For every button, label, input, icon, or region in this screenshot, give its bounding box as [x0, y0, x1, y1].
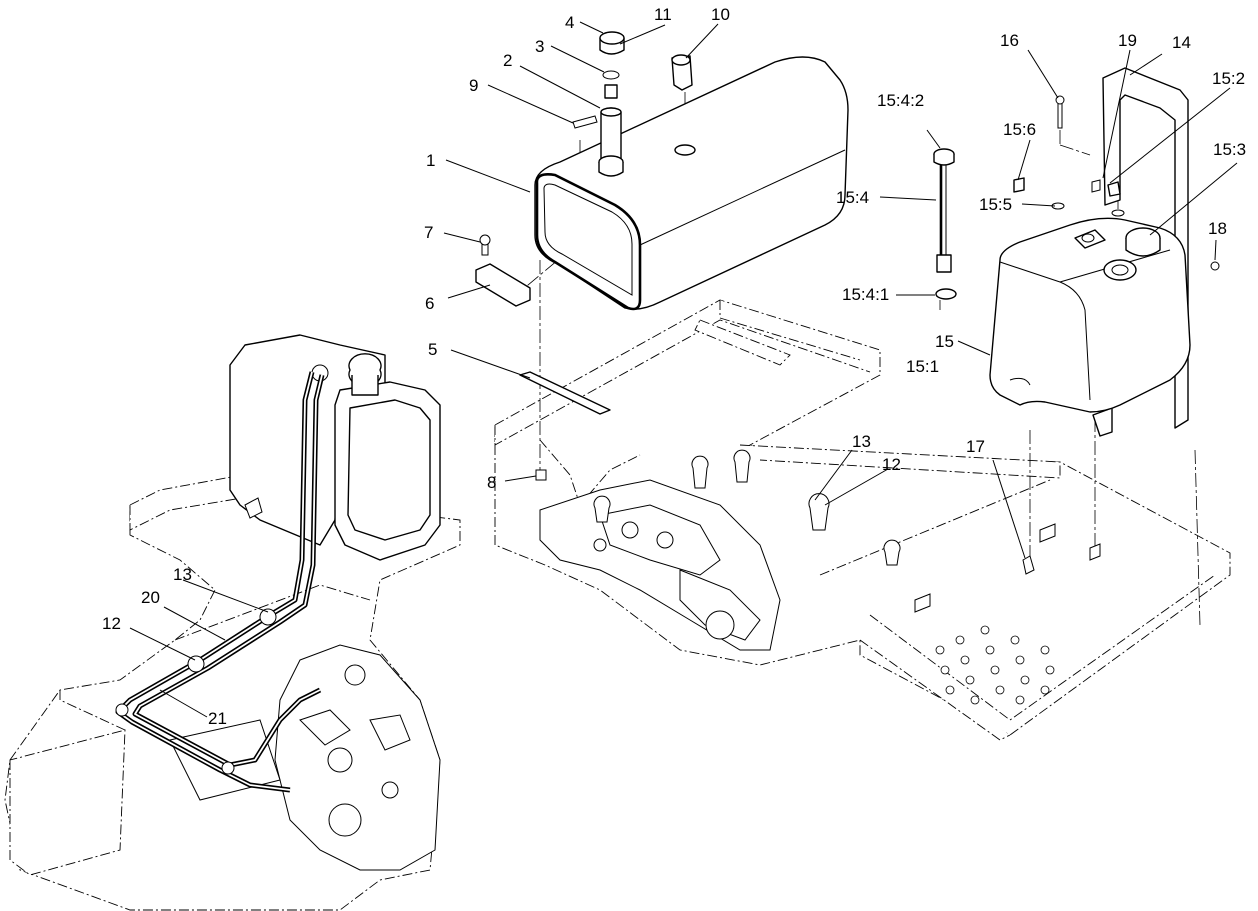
fuel-tank-1: [534, 56, 849, 311]
callout-14: 14: [1172, 33, 1191, 52]
left-installed-assembly: [4, 334, 461, 911]
callout-17: 17: [966, 437, 985, 456]
callout-15-3: 15:3: [1213, 140, 1246, 159]
callout-11: 11: [654, 5, 672, 24]
fuel-tank-15: [989, 217, 1191, 413]
callout-4: 4: [565, 13, 574, 32]
callout-2: 2: [503, 51, 512, 70]
callout-20: 20: [141, 588, 160, 607]
callout-10: 10: [711, 5, 730, 24]
callout-15-4: 15:4: [836, 188, 869, 207]
callout-21: 21: [208, 709, 227, 728]
callout-15-4-1: 15:4:1: [842, 285, 889, 304]
callout-1: 1: [426, 151, 435, 170]
callout-8: 8: [487, 473, 496, 492]
callout-15-4-2: 15:4:2: [877, 91, 924, 110]
filler-neck-parts: [572, 31, 696, 177]
deck-plate-holes: [935, 625, 1055, 705]
callout-18: 18: [1208, 219, 1227, 238]
callout-12-center: 12: [882, 455, 901, 474]
sender-15-4: [933, 148, 957, 300]
callout-3: 3: [535, 37, 544, 56]
callout-13-center: 13: [852, 432, 871, 451]
callout-13-left: 13: [173, 565, 192, 584]
callout-5: 5: [428, 340, 437, 359]
callout-15-6: 15:6: [1003, 120, 1036, 139]
callout-15-5: 15:5: [979, 195, 1012, 214]
tank-15-fittings: [1013, 95, 1220, 575]
callout-labels: 1 2 3 4 5 6 7 8 9 10 11 12 12 13 13 14 1…: [102, 5, 1246, 728]
callout-16: 16: [1000, 31, 1019, 50]
callout-15-2: 15:2: [1212, 69, 1245, 88]
callout-6: 6: [425, 294, 434, 313]
callout-19: 19: [1118, 31, 1137, 50]
callout-9: 9: [469, 76, 478, 95]
callout-15-1: 15:1: [906, 357, 939, 376]
callout-15: 15: [935, 332, 954, 351]
straps-and-bolts: [475, 234, 611, 481]
leader-lines: [129, 21, 1238, 718]
center-frame: [494, 299, 1231, 741]
callout-7: 7: [424, 223, 433, 242]
callout-12-left: 12: [102, 614, 121, 633]
bracket-14: [1092, 67, 1189, 437]
